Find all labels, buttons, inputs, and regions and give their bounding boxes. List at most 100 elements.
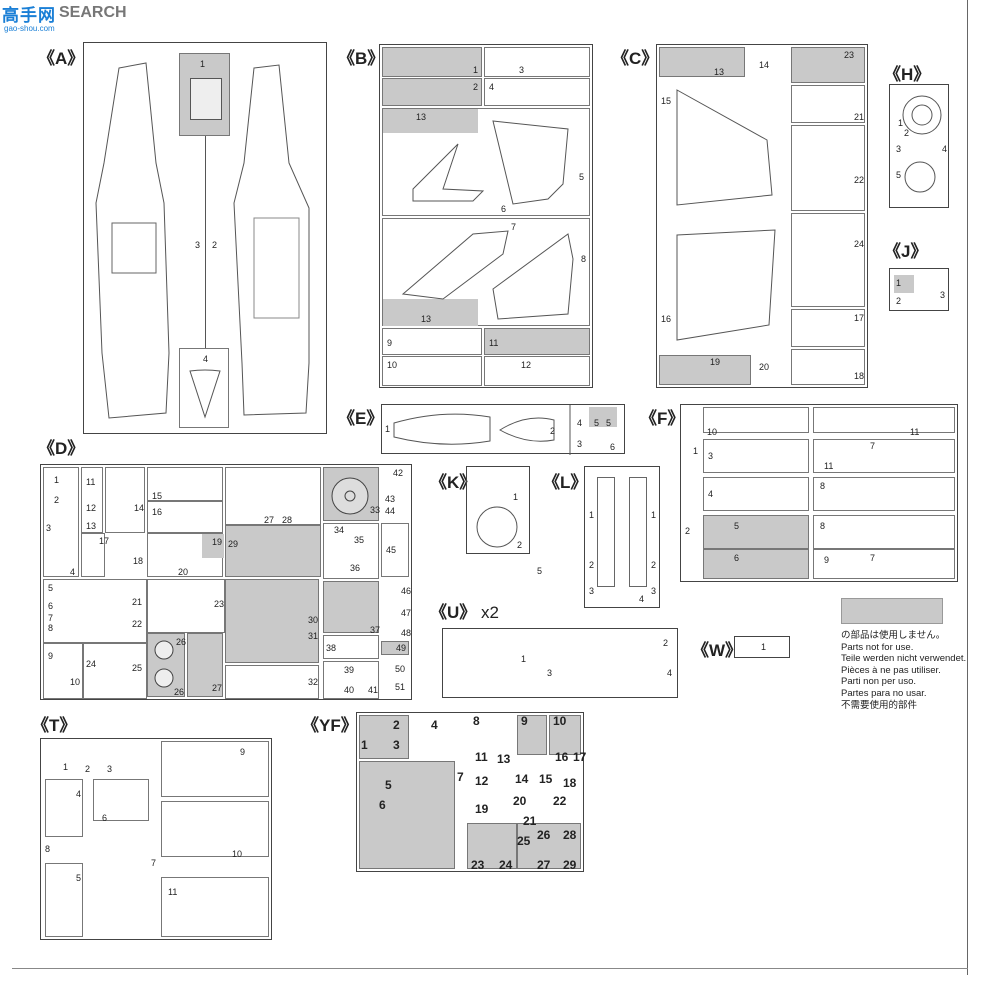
part-yf9-cell [517, 715, 547, 755]
part-number: 5 [537, 566, 543, 576]
part-number: 3 [651, 586, 657, 596]
part-number: 11 [910, 427, 920, 437]
part-number: 16 [555, 750, 569, 764]
part-number: 43 [385, 494, 396, 504]
sprue-u-frame: 1 2 3 4 [442, 628, 678, 698]
part-number: 38 [326, 643, 337, 653]
part-c17-cell: 19 [659, 355, 751, 385]
part-number: 35 [354, 535, 365, 545]
part-f8b-cell: 8 [813, 515, 955, 549]
part-number: 1 [761, 642, 767, 652]
part-number: 2 [473, 82, 479, 92]
part-d39-cell: 38 [323, 635, 379, 659]
part-c20-cell: 21 [791, 85, 865, 123]
part-yf5-6-cell [359, 761, 455, 869]
sprue-j-frame: 1 2 3 [889, 268, 949, 311]
sprue-a-frame: 1 4 3 2 [83, 42, 327, 434]
part-number: 18 [133, 556, 144, 566]
part-t5-cell: 5 [45, 863, 83, 937]
part-number: 14 [759, 60, 770, 70]
part-d40-42-cell: 39 40 41 [323, 661, 379, 699]
part-number: 11 [489, 338, 499, 348]
sprue-w-frame: 1 [734, 636, 790, 658]
part-number: 4 [70, 567, 76, 577]
part-number: 4 [577, 418, 583, 428]
part-c22-cell: 24 [791, 213, 865, 307]
part-number: 2 [393, 718, 400, 732]
part-number: 4 [489, 82, 495, 92]
part-number: 27 [537, 858, 551, 872]
part-number: 2 [589, 560, 595, 570]
part-number: 9 [387, 338, 393, 348]
part-number: 18 [854, 371, 865, 381]
part-number: 1 [200, 59, 206, 69]
legend-line-zh: 不需要使用的部件 [841, 699, 918, 711]
fuselage-halves-drawing [95, 62, 310, 419]
part-c13-cell: 13 [659, 47, 745, 77]
part-d33-cell: 32 [225, 665, 319, 699]
part-number: 3 [547, 668, 553, 678]
part-number: 10 [232, 849, 243, 859]
part-number: 15 [539, 772, 553, 786]
part-number: 1 [589, 510, 595, 520]
stabilizer-drawing [676, 89, 776, 341]
unused-parts-swatch [841, 598, 943, 624]
part-c21-cell: 22 [791, 125, 865, 211]
part-number: 46 [401, 586, 412, 596]
part-number: 3 [577, 439, 583, 449]
part-f4-cell: 4 [703, 477, 809, 511]
part-number: 34 [334, 525, 345, 535]
sprue-label-c: 《C》 [612, 49, 659, 68]
part-number: 8 [48, 623, 54, 633]
part-number: 50 [395, 664, 406, 674]
part-number: 6 [102, 813, 108, 823]
part-number: 16 [661, 314, 672, 324]
part-number: 13 [421, 314, 432, 324]
part-number: 7 [151, 858, 157, 868]
sprue-u-multiplier: x2 [481, 603, 499, 622]
part-d17-cell [81, 533, 105, 577]
part-number: 3 [195, 240, 201, 250]
part-number: 2 [517, 540, 523, 550]
part-number: 44 [385, 506, 396, 516]
part-t9-cell: 9 [161, 741, 269, 797]
legend-line-es: Partes para no usar. [841, 687, 927, 699]
part-f5-cell: 5 [703, 515, 809, 549]
part-d35-37-cell: 34 35 36 [323, 523, 379, 579]
strip-left [597, 477, 615, 587]
part-number: 1 [63, 762, 69, 772]
part-number: 3 [940, 290, 946, 300]
part-number: 5 [606, 418, 612, 428]
part-b7-b8-cell: 7 8 13 [382, 218, 590, 326]
part-number: 33 [370, 505, 381, 515]
sprue-yf-frame: 1 2 3 4 5 6 7 8 9 10 11 12 13 14 15 16 1… [356, 712, 586, 872]
canopy-part-shape [189, 369, 221, 419]
part-number: 1 [898, 118, 904, 128]
part-number: 12 [521, 360, 532, 370]
sprue-d-frame: 1 2 3 4 11 12 13 14 15 16 27 28 33 42 43… [40, 464, 412, 700]
part-d34-cell: 33 [323, 467, 381, 521]
part-number: 2 [550, 426, 556, 436]
sprue-label-yf: 《YF》 [302, 716, 358, 735]
part-number: 22 [132, 619, 143, 629]
part-t6-cell: 6 [93, 779, 149, 823]
part-number: 6 [48, 601, 54, 611]
part-d24-25-cell: 24 25 [83, 643, 147, 699]
seat-part-shape [190, 78, 222, 120]
watermark-search: SEARCH [59, 4, 127, 21]
part-d38-cell: 37 [323, 581, 380, 635]
part-d26-cell: 26 26 [147, 633, 186, 697]
part-number: 1 [473, 65, 479, 75]
part-number: 10 [553, 714, 567, 728]
sprue-label-f: 《F》 [640, 409, 685, 428]
part-a1-cell: 1 [179, 53, 230, 136]
part-yf23-24-cell [467, 823, 517, 869]
part-number: 2 [685, 526, 691, 536]
part-t4-cell: 4 [45, 779, 83, 837]
part-number: 8 [45, 844, 51, 854]
sprue-k-frame: 1 2 [466, 466, 530, 554]
part-number: 25 [132, 663, 143, 673]
